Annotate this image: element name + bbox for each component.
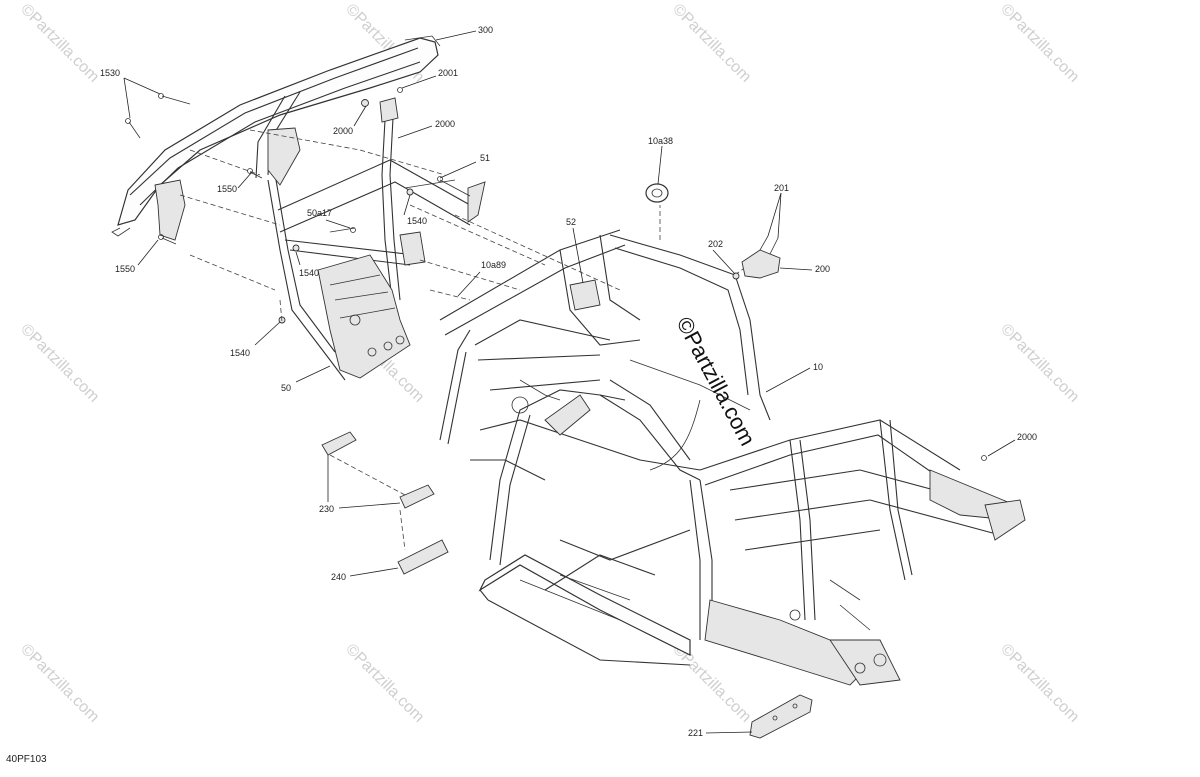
- part-221-plate: [749, 694, 813, 739]
- fasteners-front: [125, 87, 471, 324]
- callout-1530: 1530: [100, 68, 120, 78]
- callout-1540-middle: 1540: [299, 268, 319, 278]
- callout-1550-upper: 1550: [217, 184, 237, 194]
- part-10a38-plug: [645, 183, 669, 203]
- watermark: ©Partzilla.com: [17, 1, 102, 86]
- callout-1540-lower: 1540: [230, 348, 250, 358]
- watermark: ©Partzilla.com: [997, 641, 1082, 726]
- callout-2000-rear: 2000: [1017, 432, 1037, 442]
- callout-2000-front-right: 2000: [435, 119, 455, 129]
- part-230-pads: [321, 431, 435, 509]
- watermark-main: ©Partzilla.com: [672, 313, 761, 450]
- callout-300: 300: [478, 25, 493, 35]
- watermark: ©Partzilla.com: [997, 1, 1082, 86]
- callout-240: 240: [331, 572, 346, 582]
- assembly-guide-lines: [179, 129, 756, 551]
- watermark: ©Partzilla.com: [669, 1, 754, 86]
- fastener-2000-rear: [981, 455, 987, 461]
- watermark: ©Partzilla.com: [342, 641, 427, 726]
- callout-2000-front-left: 2000: [333, 126, 353, 136]
- part-240-plate: [397, 539, 449, 575]
- watermark: ©Partzilla.com: [997, 321, 1082, 406]
- callout-221: 221: [688, 728, 703, 738]
- callout-202: 202: [708, 239, 723, 249]
- front-subframe: [267, 97, 486, 381]
- callout-230: 230: [319, 504, 334, 514]
- drawing-code: 40PF103: [6, 754, 47, 765]
- main-frame: [439, 229, 1026, 686]
- part-200-bracket: [732, 235, 781, 280]
- watermark: ©Partzilla.com: [669, 641, 754, 726]
- callout-50: 50: [281, 383, 291, 393]
- callout-10a38: 10a38: [648, 136, 673, 146]
- callout-50a17: 50a17: [307, 208, 332, 218]
- callout-200: 200: [815, 264, 830, 274]
- front-bumper: [111, 35, 441, 241]
- callout-51: 51: [480, 153, 490, 163]
- callout-1540-upper: 1540: [407, 216, 427, 226]
- watermark-group: ©Partzilla.com ©Partzilla.com ©Partzilla…: [17, 1, 1082, 726]
- callout-10a89: 10a89: [481, 260, 506, 270]
- callout-201: 201: [774, 183, 789, 193]
- watermark: ©Partzilla.com: [17, 641, 102, 726]
- callouts: 300 1530 2001 2000 2000 51 1550 1550 50a…: [100, 25, 1037, 738]
- callout-1550-lower: 1550: [115, 264, 135, 274]
- callout-52: 52: [566, 217, 576, 227]
- watermark: ©Partzilla.com: [17, 321, 102, 406]
- callout-2001: 2001: [438, 68, 458, 78]
- callout-10: 10: [813, 362, 823, 372]
